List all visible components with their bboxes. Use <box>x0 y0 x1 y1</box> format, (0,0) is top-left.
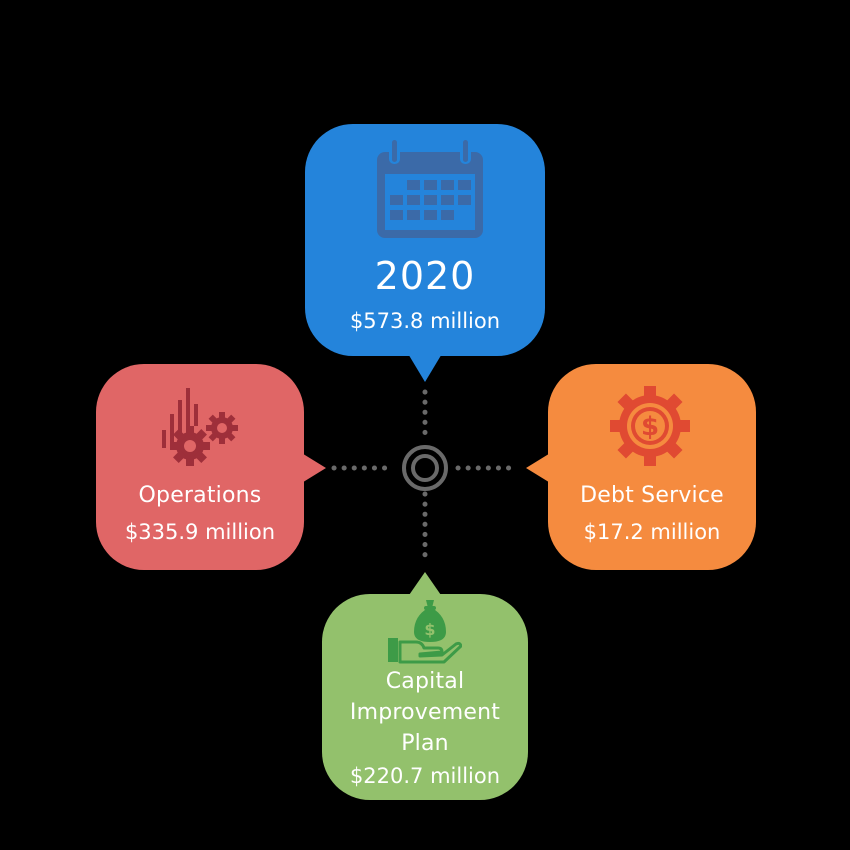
bottom-card-pointer <box>407 572 443 598</box>
debt-service-card: $ Debt Service $17.2 million <box>548 364 756 570</box>
left-card-pointer <box>300 452 326 484</box>
total-amount: $573.8 million <box>349 309 501 333</box>
total-budget-card: 2020 $573.8 million <box>305 124 545 356</box>
year-label: 2020 <box>374 254 476 298</box>
operations-card: Operations $335.9 million <box>96 364 304 570</box>
debt-service-amount: $17.2 million <box>583 520 721 544</box>
capital-label-line-2: Improvement <box>349 700 501 725</box>
operations-label: Operations <box>138 483 262 508</box>
svg-text:$: $ <box>424 620 435 639</box>
calendar-icon <box>377 140 483 238</box>
top-card-pointer <box>407 352 443 382</box>
right-card-pointer <box>526 452 552 484</box>
gears-icon <box>162 388 238 466</box>
svg-text:$: $ <box>641 412 659 442</box>
capital-label-line-3: Plan <box>401 731 449 756</box>
dollar-gear-icon: $ <box>610 386 690 466</box>
operations-amount: $335.9 million <box>124 520 276 544</box>
money-bag-hand-icon: $ <box>388 600 462 664</box>
capital-amount: $220.7 million <box>349 764 501 788</box>
debt-service-label: Debt Service <box>580 483 724 508</box>
capital-label-line-1: Capital <box>385 669 465 694</box>
capital-improvement-card: $ Capital Improvement Plan $220.7 millio… <box>322 594 528 800</box>
center-hub <box>402 445 448 491</box>
